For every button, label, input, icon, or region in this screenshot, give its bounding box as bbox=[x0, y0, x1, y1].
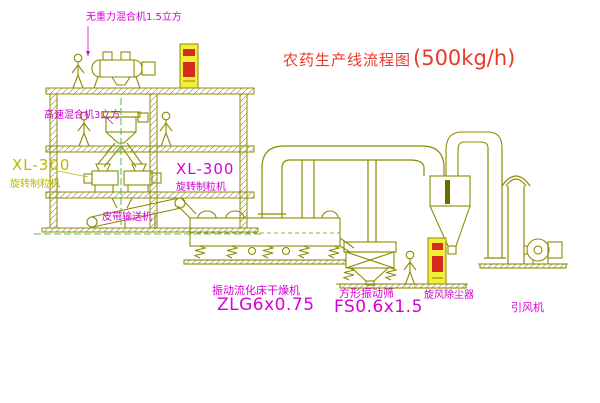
leader-lines bbox=[57, 26, 114, 178]
title-capacity: (500kg/h) bbox=[413, 46, 516, 70]
label-high-speed-mixer: 高速混合机3立方 bbox=[44, 110, 121, 121]
label-granulator-left-model: XL-300 bbox=[12, 156, 71, 174]
down-duct bbox=[484, 148, 506, 259]
centerlines bbox=[34, 98, 264, 235]
belt-conveyor bbox=[86, 197, 197, 228]
control-panel-1 bbox=[179, 43, 199, 89]
label-draft-fan: 引风机 bbox=[511, 301, 544, 314]
label-screen-model: FS0.6x1.5 bbox=[334, 297, 423, 317]
label-belt-conveyor: 皮带输送机 bbox=[102, 212, 152, 223]
building-frame bbox=[41, 87, 259, 233]
gravity-mixer bbox=[91, 51, 156, 89]
person-figure bbox=[403, 250, 417, 286]
exhaust-stack bbox=[501, 175, 531, 264]
high-speed-mixer bbox=[97, 111, 149, 168]
person-figure bbox=[159, 111, 173, 147]
label-gravity-mixer: 无重力混合机1.5立方 bbox=[86, 12, 182, 23]
diagram-title: 农药生产线流程图 (500kg/h) bbox=[283, 46, 515, 70]
control-panel-2 bbox=[427, 237, 447, 285]
draft-fan bbox=[478, 238, 568, 269]
label-granulator-right-model: XL-300 bbox=[176, 160, 235, 178]
label-granulator-left-name: 旋转制粒机 bbox=[10, 179, 60, 190]
label-screen-name: 方形振动筛 bbox=[339, 287, 394, 300]
fluid-bed-dryer bbox=[183, 210, 355, 265]
person-figure bbox=[71, 53, 85, 89]
cyclone-separator bbox=[429, 131, 503, 255]
granulator-left bbox=[83, 163, 119, 192]
granulator-right bbox=[123, 163, 162, 192]
label-granulator-right-name: 旋转制粒机 bbox=[176, 182, 226, 193]
title-main: 农药生产线流程图 bbox=[283, 51, 412, 69]
label-dryer-model: ZLG6x0.75 bbox=[217, 295, 315, 315]
exhaust-duct bbox=[258, 145, 445, 242]
label-dryer-name: 振动流化床干燥机 bbox=[212, 284, 300, 297]
label-cyclone: 旋风除尘器 bbox=[424, 290, 474, 301]
